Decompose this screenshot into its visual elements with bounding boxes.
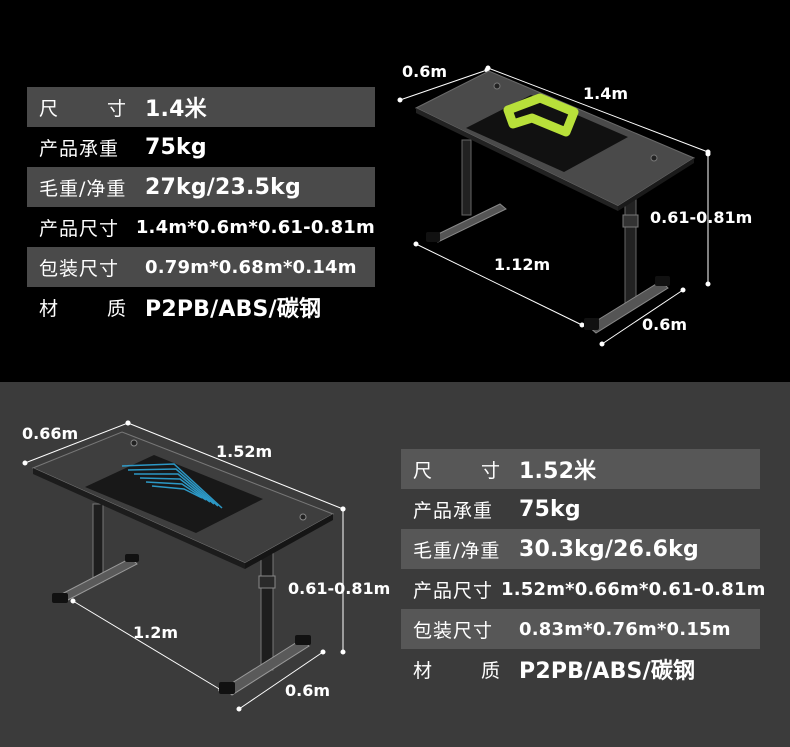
dim-line-leg-span: [415, 243, 583, 326]
spec-label: 毛重/净重: [39, 177, 127, 200]
top-desk-surface: [414, 70, 696, 211]
spec-label: 包装尺寸: [39, 257, 120, 280]
dim-line-depth-top: [399, 69, 488, 101]
spec-label: 产品尺寸: [39, 217, 120, 240]
bottom-dim-height-label: 0.61-0.81m: [288, 579, 390, 598]
spec-label: 产品承重: [39, 137, 120, 160]
spec-label: 材质: [39, 297, 127, 320]
spec-value: 0.83m*0.76m*0.15m: [519, 618, 731, 640]
top-desk-diagram: 0.6m 1.4m 0.61-0.81m 1.12m 0.6m: [397, 62, 752, 347]
dim-line-foot: [601, 289, 684, 345]
bottom-dim-leg-span-label: 1.2m: [133, 623, 178, 642]
top-dim-depth-label: 0.6m: [402, 62, 447, 81]
top-dim-width-label: 1.4m: [583, 84, 628, 103]
bottom-dim-depth-label: 0.66m: [22, 424, 78, 443]
spec-row-package-size: 包装尺寸 0.79m*0.68m*0.14m: [27, 247, 375, 287]
spec-row-package-size: 包装尺寸 0.83m*0.76m*0.15m: [401, 609, 760, 649]
top-product-panel: 0.6m 1.4m 0.61-0.81m 1.12m 0.6m 尺寸 1.4米 …: [27, 62, 753, 347]
spec-value: 1.52米: [519, 459, 597, 484]
bottom-mat-glow: [121, 463, 223, 509]
spec-row-product-size: 产品尺寸 1.52m*0.66m*0.61-0.81m: [401, 569, 765, 609]
spec-row-product-size: 产品尺寸 1.4m*0.6m*0.61-0.81m: [27, 207, 375, 247]
spec-value: 75kg: [519, 496, 581, 522]
top-dim-height-label: 0.61-0.81m: [650, 208, 752, 227]
dim-line-width: [487, 67, 709, 153]
spec-row-weight: 毛重/净重 27kg/23.5kg: [27, 167, 375, 207]
spec-value: 1.4m*0.6m*0.61-0.81m: [135, 216, 375, 238]
spec-label: 材质: [413, 659, 501, 682]
spec-label: 尺寸: [413, 459, 501, 482]
spec-value: 75kg: [145, 134, 207, 160]
bottom-desk-diagram: 0.66m 1.52m 0.61-0.81m 1.2m 0.6m: [22, 420, 390, 712]
spec-row-size: 尺寸 1.52米: [401, 449, 760, 489]
spec-row-material: 材质 P2PB/ABS/碳钢: [27, 287, 375, 327]
spec-value: 0.79m*0.68m*0.14m: [145, 256, 357, 278]
spec-row-weight: 毛重/净重 30.3kg/26.6kg: [401, 529, 760, 569]
spec-value: 1.52m*0.66m*0.61-0.81m: [501, 578, 766, 600]
bottom-desk-right-leg: [219, 551, 311, 696]
spec-value: P2PB/ABS/碳钢: [145, 297, 322, 322]
bottom-desk-surface: [31, 431, 335, 569]
spec-row-material: 材质 P2PB/ABS/碳钢: [401, 649, 760, 689]
top-desk-left-leg: [426, 139, 507, 243]
top-spec-table: 尺寸 1.4米 产品承重 75kg 毛重/净重 27kg/23.5kg 产品尺寸…: [27, 87, 375, 327]
top-desk-right-leg: [584, 195, 670, 334]
spec-value: 27kg/23.5kg: [145, 174, 301, 200]
spec-label: 尺寸: [39, 97, 127, 120]
spec-row-load: 产品承重 75kg: [27, 127, 375, 167]
spec-value: 1.4米: [145, 97, 207, 122]
bottom-spec-table: 尺寸 1.52米 产品承重 75kg 毛重/净重 30.3kg/26.6kg 产…: [401, 449, 765, 689]
spec-label: 产品承重: [413, 499, 494, 522]
spec-row-size: 尺寸 1.4米: [27, 87, 375, 127]
spec-label: 毛重/净重: [413, 539, 501, 562]
bottom-desk-left-leg: [52, 503, 139, 603]
spec-label: 包装尺寸: [413, 619, 494, 642]
spec-row-load: 产品承重 75kg: [401, 489, 760, 529]
bottom-product-panel: 0.66m 1.52m 0.61-0.81m 1.2m 0.6m 尺寸 1.52…: [0, 382, 790, 747]
top-dim-leg-span-label: 1.12m: [494, 255, 550, 274]
bottom-dim-width-label: 1.52m: [216, 442, 272, 461]
spec-value: 30.3kg/26.6kg: [519, 536, 699, 562]
spec-label: 产品尺寸: [413, 579, 494, 602]
bottom-dim-foot-label: 0.6m: [285, 681, 330, 700]
top-mat-logo: [503, 93, 579, 137]
spec-value: P2PB/ABS/碳钢: [519, 659, 696, 684]
top-dim-foot-label: 0.6m: [642, 315, 687, 334]
